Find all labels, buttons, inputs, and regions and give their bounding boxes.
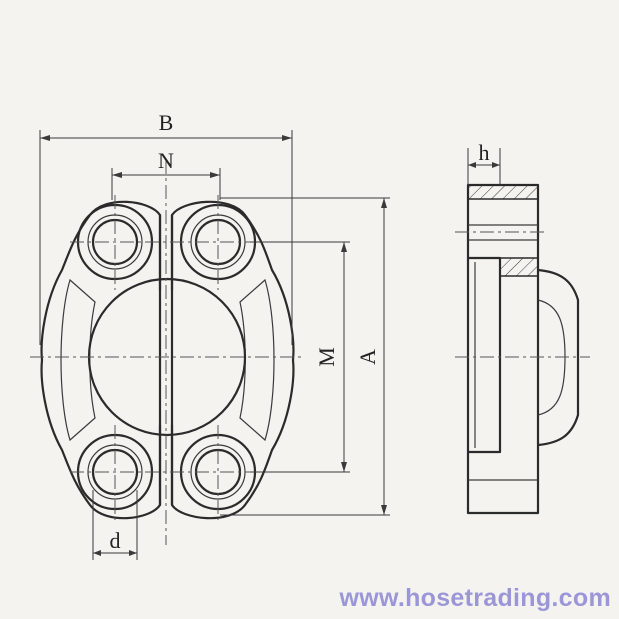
side-view — [455, 183, 590, 515]
left-web-recess — [60, 278, 96, 442]
label-h: h — [479, 140, 490, 165]
hatch-inner — [499, 257, 539, 277]
dimension-B: B — [39, 110, 293, 345]
bolt-hole-top-right — [179, 203, 257, 281]
label-M: M — [314, 347, 339, 367]
hatch-top — [467, 184, 539, 200]
dimension-M: M — [250, 241, 350, 473]
label-d: d — [110, 528, 121, 553]
label-B: B — [159, 110, 174, 135]
bolt-hole-bottom-right — [179, 433, 257, 511]
dimension-A: A — [220, 197, 390, 516]
watermark-text: www.hosetrading.com — [339, 584, 611, 612]
label-N: N — [158, 148, 174, 173]
dimension-d: d — [92, 490, 138, 560]
shoulder-step — [468, 256, 502, 454]
right-flange-half — [170, 200, 295, 520]
dimension-h: h — [467, 140, 501, 185]
dimension-N: N — [111, 148, 221, 200]
side-hub — [537, 268, 580, 447]
label-A: A — [355, 349, 380, 365]
right-web-recess — [239, 278, 275, 442]
side-body — [466, 183, 540, 515]
front-view — [30, 160, 305, 545]
